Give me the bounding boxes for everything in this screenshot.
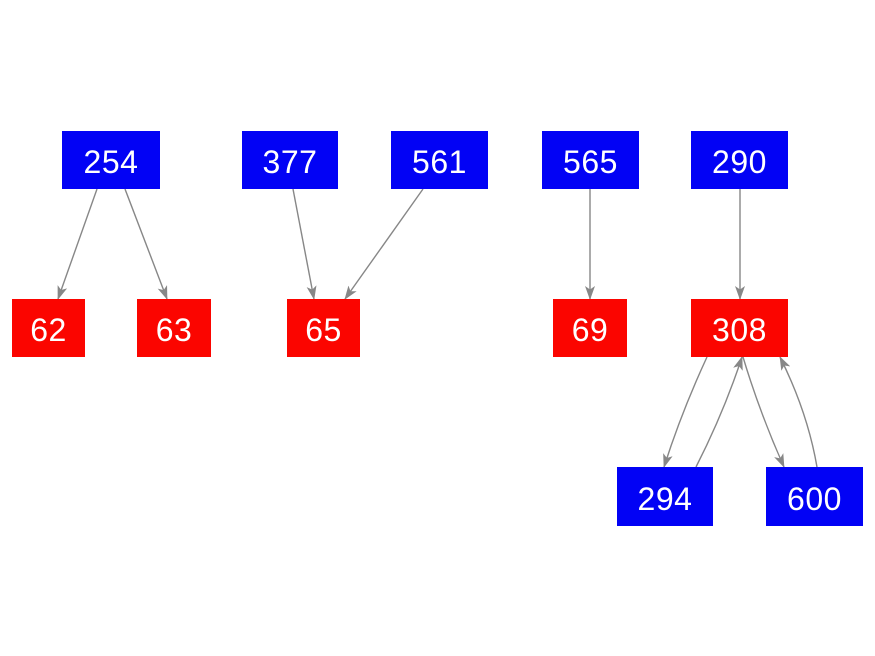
- node-label: 565: [563, 144, 618, 180]
- node-label: 69: [571, 312, 609, 348]
- edge-254-63: [124, 188, 168, 300]
- edge-377-65: [292, 188, 317, 300]
- graph-node-561: 561: [391, 131, 488, 189]
- graph-node-377: 377: [242, 131, 338, 189]
- graph-node-290: 290: [691, 131, 788, 189]
- node-label: 254: [83, 144, 139, 180]
- node-label: 294: [637, 480, 693, 517]
- graph-node-294: 294: [617, 467, 713, 526]
- node-label: 63: [155, 312, 193, 348]
- edge-600-308: [779, 356, 818, 468]
- graph-node-254: 254: [62, 131, 160, 189]
- graph-node-69: 69: [553, 299, 627, 357]
- edge-308-600: [742, 356, 785, 468]
- node-label: 308: [712, 312, 767, 348]
- edge-254-62: [57, 188, 98, 300]
- graph-node-62: 62: [12, 299, 85, 357]
- graph-node-63: 63: [137, 299, 211, 357]
- node-label: 290: [712, 144, 767, 180]
- node-label: 377: [262, 144, 318, 180]
- graph-node-565: 565: [542, 131, 639, 189]
- node-label: 65: [305, 312, 342, 348]
- graph-node-308: 308: [691, 299, 788, 357]
- edge-294-308: [695, 356, 743, 468]
- node-label: 600: [787, 480, 842, 517]
- edge-561-65: [344, 188, 424, 300]
- graph-node-600: 600: [766, 467, 863, 526]
- edge-308-294: [663, 356, 708, 468]
- node-label: 62: [30, 312, 67, 348]
- node-label: 561: [412, 144, 467, 180]
- graph-node-65: 65: [287, 299, 360, 357]
